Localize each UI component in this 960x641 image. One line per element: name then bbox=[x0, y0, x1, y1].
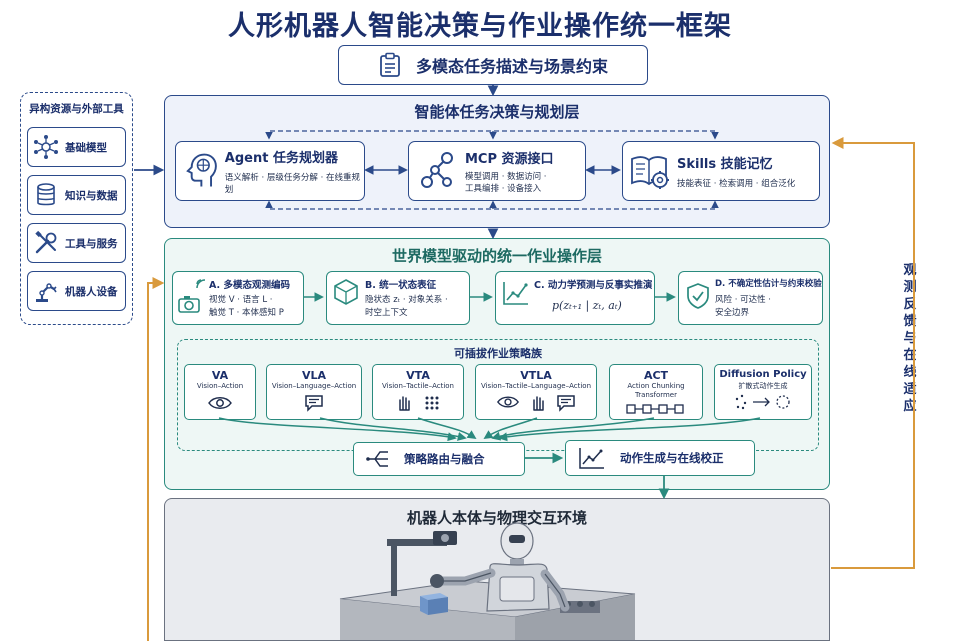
policy-family-box: 可插拔作业策略族 VA Vision–Action VLA Vision–Lan… bbox=[177, 339, 819, 451]
policy-name: VA bbox=[211, 369, 229, 382]
resources-panel: 异构资源与外部工具 基础模型 知识与数据 工具与服务 bbox=[20, 92, 133, 325]
card-d-title: D. 不确定性估计与约束校验 bbox=[715, 279, 822, 289]
world-model-layer: 世界模型驱动的统一作业操作层 A. 多模态观测编码 视觉 V · 语言 L · … bbox=[164, 238, 830, 490]
chat-bubble-icon bbox=[305, 395, 323, 412]
layer2-title: 世界模型驱动的统一作业操作层 bbox=[391, 247, 602, 265]
card-d-sub1: 风险 · 可达性 · bbox=[715, 295, 772, 305]
database-icon bbox=[37, 183, 55, 206]
clipboard-icon bbox=[380, 52, 400, 77]
policy-act: ACT Action Chunking Transformer bbox=[609, 364, 703, 420]
decision-planning-layer: 智能体任务决策与规划层 Agent 任务规划器 语义解析 · 层级任务分解 · … bbox=[164, 95, 830, 228]
resource-tools-services: 工具与服务 bbox=[27, 223, 126, 263]
brain-head-icon bbox=[186, 153, 217, 187]
signal-icon bbox=[196, 279, 206, 289]
chat-bubble-icon bbox=[557, 395, 575, 412]
card-a-sub1: 视觉 V · 语言 L · bbox=[209, 295, 273, 305]
task-input-box: 多模态任务描述与场景约束 bbox=[338, 45, 648, 85]
resource-knowledge-data: 知识与数据 bbox=[27, 175, 126, 215]
eye-icon bbox=[208, 397, 232, 409]
chunk-sequence-icon bbox=[626, 404, 684, 414]
card-uncertainty-check: D. 不确定性估计与约束校验 风险 · 可达性 · 安全边界 bbox=[678, 271, 823, 325]
tactile-dots-icon bbox=[425, 396, 439, 410]
task-input-label: 多模态任务描述与场景约束 bbox=[415, 57, 608, 76]
layer3-title: 机器人本体与物理交互环境 bbox=[406, 509, 587, 527]
skills-memory-sub: 技能表征 · 检索调用 · 组合泛化 bbox=[677, 178, 796, 189]
policy-va: VA Vision–Action bbox=[184, 364, 256, 420]
tools-icon bbox=[35, 230, 57, 254]
robot-workbench-illustration bbox=[339, 522, 636, 640]
resource-label: 基础模型 bbox=[65, 141, 107, 154]
layer1-title: 智能体任务决策与规划层 bbox=[414, 103, 580, 121]
policy-diffusion: Diffusion Policy 扩散式动作生成 bbox=[714, 364, 812, 420]
card-d-sub2: 安全边界 bbox=[715, 308, 750, 318]
agent-planner-sub: 语义解析 · 层级任务分解 · 在线重规划 bbox=[224, 172, 361, 195]
policy-vla: VLA Vision–Language–Action bbox=[266, 364, 362, 420]
policy-vtla: VTLA Vision–Tactile–Language–Action bbox=[475, 364, 597, 420]
cube-icon bbox=[334, 279, 358, 305]
card-b-sub1: 隐状态 zₜ · 对象关系 · bbox=[365, 295, 448, 305]
policy-name: Diffusion Policy bbox=[719, 369, 807, 380]
card-a-title: A. 多模态观测编码 bbox=[209, 280, 290, 291]
policy-name: ACT bbox=[643, 369, 669, 382]
policy-desc: 扩散式动作生成 bbox=[738, 382, 788, 390]
mcp-interface-sub1: 模型调用 · 数据访问 · bbox=[465, 171, 547, 182]
resource-label: 工具与服务 bbox=[65, 237, 118, 250]
skills-memory-title: Skills 技能记忆 bbox=[677, 156, 773, 172]
node-graph-icon bbox=[421, 152, 453, 188]
hand-icon bbox=[399, 396, 410, 411]
resource-foundation-model: 基础模型 bbox=[27, 127, 126, 167]
book-gear-icon bbox=[631, 156, 669, 189]
policy-desc: Action Chunking Transformer bbox=[627, 382, 685, 399]
policy-name: VTLA bbox=[520, 369, 552, 382]
network-icon bbox=[34, 135, 58, 159]
resource-label: 知识与数据 bbox=[65, 189, 118, 202]
action-generation-box: 动作生成与在线校正 bbox=[565, 440, 755, 476]
diffusion-icon bbox=[735, 394, 790, 410]
policy-name: VLA bbox=[301, 369, 327, 382]
eye-icon bbox=[496, 396, 520, 408]
shield-check-icon bbox=[687, 283, 709, 309]
robot-arm-icon bbox=[36, 283, 57, 302]
hand-icon bbox=[533, 396, 544, 411]
skills-memory-card: Skills 技能记忆 技能表征 · 检索调用 · 组合泛化 bbox=[622, 141, 820, 201]
mcp-interface-card: MCP 资源接口 模型调用 · 数据访问 · 工具编排 · 设备接入 bbox=[408, 141, 586, 201]
policy-routing-label: 策略路由与融合 bbox=[404, 452, 485, 466]
policy-name: VTA bbox=[406, 369, 430, 382]
resource-robot-devices: 机器人设备 bbox=[27, 271, 126, 311]
feedback-loop-left bbox=[147, 277, 165, 641]
mcp-interface-title: MCP 资源接口 bbox=[465, 151, 554, 167]
card-dynamics-prediction: C. 动力学预测与反事实推演 p(zₜ₊₁ | zₜ, aₜ) bbox=[495, 271, 655, 325]
agent-planner-title: Agent 任务规划器 bbox=[224, 150, 338, 166]
feedback-label: 观测反馈与在线适应 bbox=[903, 263, 917, 414]
policy-routing-box: 策略路由与融合 bbox=[353, 442, 525, 476]
agent-planner-card: Agent 任务规划器 语义解析 · 层级任务分解 · 在线重规划 bbox=[175, 141, 365, 201]
card-unified-state: B. 统一状态表征 隐状态 zₜ · 对象关系 · 时空上下文 bbox=[326, 271, 470, 325]
physical-environment-layer: 机器人本体与物理交互环境 bbox=[164, 498, 830, 641]
card-a-sub2: 触觉 T · 本体感知 P bbox=[209, 308, 284, 318]
page-title: 人形机器人智能决策与作业操作统一框架 bbox=[228, 11, 732, 42]
card-c-formula: p(zₜ₊₁ | zₜ, aₜ) bbox=[552, 299, 622, 312]
policy-desc: Vision–Tactile–Language–Action bbox=[480, 382, 592, 390]
action-generation-label: 动作生成与在线校正 bbox=[620, 451, 724, 465]
card-c-title: C. 动力学预测与反事实推演 bbox=[534, 280, 653, 291]
line-chart-icon bbox=[579, 448, 604, 469]
trend-chart-icon bbox=[503, 282, 528, 305]
policy-desc: Vision–Language–Action bbox=[271, 382, 357, 390]
policy-family-title: 可插拔作业策略族 bbox=[454, 347, 542, 360]
route-split-icon bbox=[366, 451, 388, 467]
policy-desc: Vision–Action bbox=[196, 382, 244, 390]
camera-icon bbox=[178, 296, 200, 313]
resource-label: 机器人设备 bbox=[65, 285, 118, 298]
policy-vta: VTA Vision–Tactile–Action bbox=[372, 364, 464, 420]
card-multimodal-encoding: A. 多模态观测编码 视觉 V · 语言 L · 触觉 T · 本体感知 P bbox=[172, 271, 304, 325]
resources-title: 异构资源与外部工具 bbox=[29, 103, 124, 115]
card-b-sub2: 时空上下文 bbox=[365, 308, 408, 318]
policy-desc: Vision–Tactile–Action bbox=[381, 382, 454, 390]
card-b-title: B. 统一状态表征 bbox=[365, 280, 437, 291]
mcp-interface-sub2: 工具编排 · 设备接入 bbox=[465, 183, 542, 194]
